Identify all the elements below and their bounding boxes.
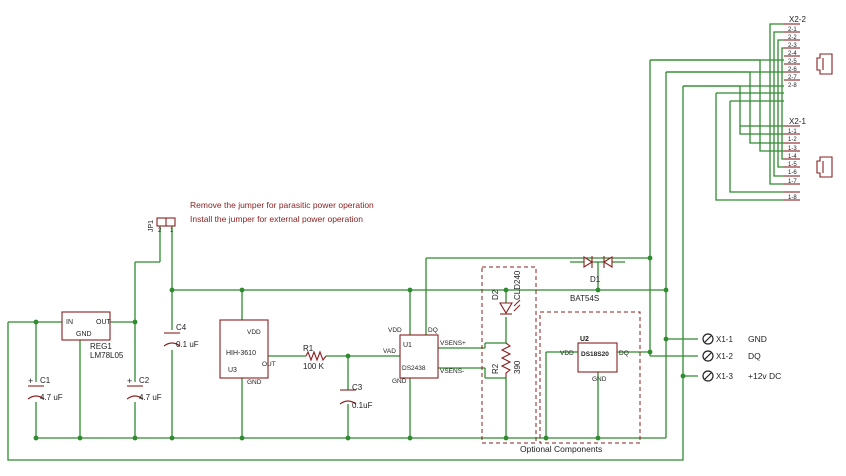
- x2-2-pin-5: 2-5: [788, 59, 797, 65]
- x2-1-pin-5: 1-5: [788, 162, 797, 168]
- x2-2-pin-7: 2-7: [788, 75, 797, 81]
- x2-2-pin-6: 2-6: [788, 67, 797, 73]
- x2-2-pin-8: 2-8: [788, 83, 797, 89]
- c3-name: C3: [352, 383, 363, 392]
- u1-vsens-minus: VSENS-: [440, 368, 464, 375]
- chip-u2[interactable]: U2 DS18S20 VDD DQ GND: [560, 336, 629, 383]
- diode-d1[interactable]: D1 BAT54S: [570, 256, 625, 303]
- r2-name: R2: [491, 363, 500, 374]
- d2-value: CLD240: [513, 270, 522, 300]
- x2-1-pin-3: 1-3: [788, 146, 797, 152]
- d1-value: BAT54S: [570, 294, 599, 303]
- r2-value: 390: [513, 360, 522, 374]
- c2-plus: +: [127, 376, 132, 386]
- x2-1-pin-1: 1-1: [788, 129, 797, 135]
- r1-value: 100 K: [303, 362, 325, 371]
- d2-name: D2: [491, 289, 500, 300]
- x2-2-pin-4: 2-4: [788, 51, 797, 57]
- x1-3-pin: X1-3: [716, 372, 733, 381]
- x2-2-pin-2: 2-2: [788, 35, 797, 41]
- c1-value: 4.7 uF: [40, 393, 63, 402]
- reg1-in: IN: [66, 319, 73, 326]
- x1-1-signal: GND: [748, 334, 767, 344]
- terminal-x1-1[interactable]: X1-1 GND: [702, 333, 767, 345]
- note-external: Install the jumper for external power op…: [190, 214, 363, 224]
- x2-1-pin-2: 1-2: [788, 137, 797, 143]
- u3-part: HIH-3610: [226, 350, 256, 357]
- x2-1-pin-7: 1-7: [788, 179, 797, 185]
- jp1-pin1: 1: [170, 228, 174, 234]
- optional-box-right: [539, 311, 641, 444]
- capacitor-c1[interactable]: + C1 4.7 uF: [27, 376, 63, 402]
- c3-value: 0.1uF: [352, 401, 373, 410]
- u3-name: U3: [228, 367, 237, 374]
- x1-2-pin: X1-2: [716, 352, 733, 361]
- capacitor-c2[interactable]: + C2 4.7 uF: [126, 376, 162, 402]
- x2-1-title: X2-1: [789, 117, 806, 126]
- u1-part: DS2438: [402, 365, 426, 372]
- c2-name: C2: [139, 376, 150, 385]
- regulator-reg1[interactable]: IN OUT GND REG1 LM78L05: [61, 311, 124, 360]
- x1-3-signal: +12v DC: [748, 371, 781, 381]
- x2-2-pin-3: 2-3: [788, 43, 797, 49]
- u1-vsens-plus: VSENS+: [440, 340, 466, 347]
- x1-1-pin: X1-1: [716, 335, 733, 344]
- u3-out: OUT: [262, 361, 276, 368]
- u1-vdd: VDD: [388, 327, 402, 334]
- wires: [7, 23, 784, 461]
- d1-name: D1: [590, 275, 601, 284]
- r1-name: R1: [303, 344, 314, 353]
- reg1-value: LM78L05: [90, 351, 124, 360]
- u2-name: U2: [580, 336, 589, 343]
- jp1-label: JP1: [148, 220, 155, 232]
- u2-dq: DQ: [619, 350, 629, 357]
- c2-value: 4.7 uF: [139, 393, 162, 402]
- x2-1-pin-8: 1-8: [788, 195, 797, 201]
- u3-gnd: GND: [247, 379, 262, 386]
- diode-d2[interactable]: D2 CLD240: [491, 270, 522, 315]
- chip-u1[interactable]: VDD DQ VAD U1 DS2438 VSENS+ VSENS- GND: [383, 327, 466, 385]
- connector-x2-2[interactable]: X2-2 2-1 2-2 2-3 2-4 2-5 2-6 2-7 2-8: [784, 15, 833, 89]
- reg1-out: OUT: [96, 319, 112, 326]
- optional-box-left: [481, 266, 537, 444]
- x2-1-pin-6: 1-6: [788, 170, 797, 176]
- resistor-r1[interactable]: R1 100 K: [303, 344, 327, 371]
- c4-name: C4: [176, 323, 187, 332]
- connector-x2-1[interactable]: X2-1 1-1 1-2 1-3 1-4 1-5 1-6 1-7 1-8: [784, 117, 833, 201]
- c4-value: 0.1 uF: [176, 340, 199, 349]
- c1-plus: +: [28, 376, 33, 386]
- capacitor-c3[interactable]: C3 0.1uF: [339, 383, 373, 410]
- u2-gnd: GND: [592, 376, 607, 383]
- terminal-x1-2[interactable]: X1-2 DQ: [702, 350, 761, 362]
- reg1-name: REG1: [90, 342, 112, 351]
- note-parasitic: Remove the jumper for parasitic power op…: [190, 200, 374, 210]
- optional-components-label: Optional Components: [520, 444, 602, 454]
- x2-1-pin-4: 1-4: [788, 154, 797, 160]
- reg1-gnd: GND: [76, 331, 92, 338]
- terminal-x1-3[interactable]: X1-3 +12v DC: [702, 370, 781, 382]
- u1-gnd: GND: [392, 378, 407, 385]
- x1-2-signal: DQ: [748, 351, 761, 361]
- u1-name: U1: [403, 342, 412, 349]
- resistor-r2[interactable]: R2 390: [491, 342, 522, 378]
- u3-vdd: VDD: [247, 329, 261, 336]
- sensor-u3[interactable]: VDD HIH-3610 OUT U3 GND: [219, 319, 276, 386]
- jp1-pin2: 2: [158, 228, 162, 234]
- jumper-jp1[interactable]: JP1 2 1: [148, 217, 176, 234]
- junctions: [33, 255, 686, 441]
- u1-vad: VAD: [383, 348, 396, 355]
- u2-part: DS18S20: [581, 351, 609, 358]
- x2-2-pin-1: 2-1: [788, 27, 797, 33]
- capacitor-c4[interactable]: C4 0.1 uF: [163, 323, 199, 349]
- u1-dq: DQ: [428, 327, 438, 334]
- c1-name: C1: [40, 376, 51, 385]
- u2-vdd: VDD: [560, 350, 574, 357]
- x2-2-title: X2-2: [789, 15, 806, 24]
